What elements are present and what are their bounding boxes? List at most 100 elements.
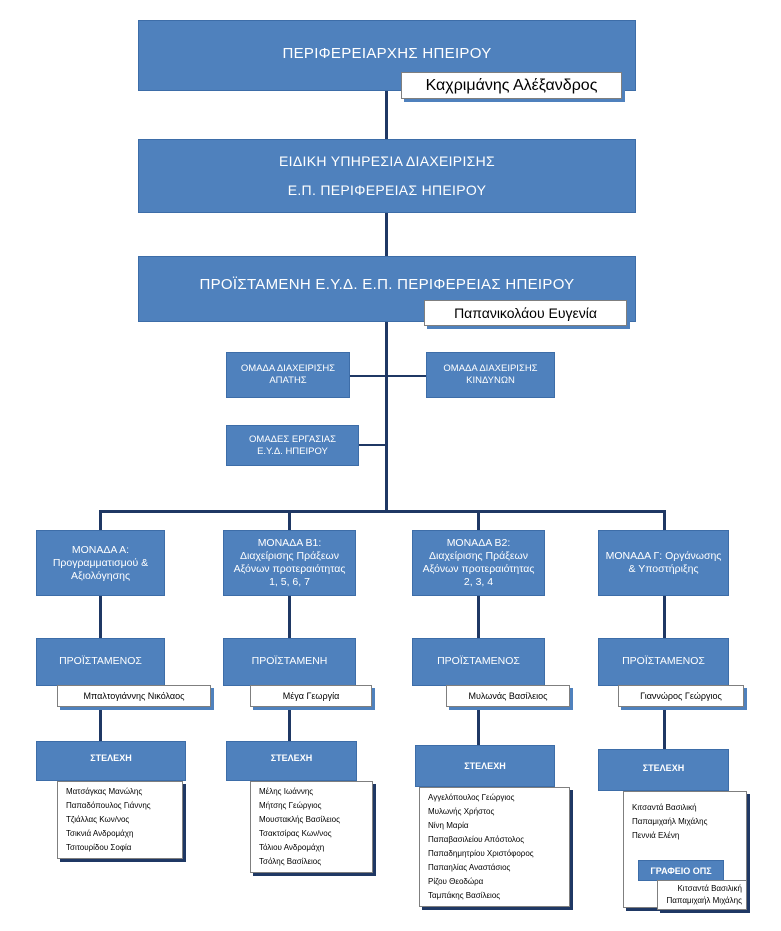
connector [663, 510, 666, 530]
fraud-team-box: ΟΜΑΔΑ ΔΙΑΧΕΙΡΙΣΗΣ ΑΠΑΤΗΣ [226, 352, 350, 398]
connector [477, 596, 480, 638]
unit-a-staff-box: ΣΤΕΛΕΧΗ [36, 741, 186, 781]
unit-b2-head-label: ΠΡΟΪΣΤΑΜΕΝΟΣ [437, 655, 520, 667]
unit-b2-staff-box: ΣΤΕΛΕΧΗ [415, 745, 555, 787]
unit-b1-title-line2: Διαχείρισης Πράξεων [239, 550, 339, 562]
staff-member: Μέλης Ιωάννης [259, 787, 314, 796]
staff-member: Μυλωνής Χρήστος [428, 807, 495, 816]
connector [99, 707, 102, 741]
unit-a-staff-list: Ματσάγκας Μανώλης Παπαδόπουλος Γιάννης Τ… [57, 781, 183, 859]
governor-name-box: Καχριμάνης Αλέξανδρος [401, 72, 622, 99]
staff-member: Μήτσης Γεώργιος [259, 801, 322, 810]
unit-a-title-line1: ΜΟΝΑΔΑ Α: [71, 543, 130, 556]
work-groups-line2: Ε.Υ.Δ. ΗΠΕΙΡΟΥ [257, 445, 328, 457]
connector [663, 596, 666, 638]
connector [350, 375, 426, 377]
managing-authority-box: ΕΙΔΙΚΗ ΥΠΗΡΕΣΙΑ ΔΙΑΧΕΙΡΙΣΗΣ Ε.Π. ΠΕΡΙΦΕΡ… [138, 139, 636, 213]
unit-c-head-box: ΠΡΟΪΣΤΑΜΕΝΟΣ [598, 638, 729, 686]
unit-a-head-label: ΠΡΟΪΣΤΑΜΕΝΟΣ [59, 655, 142, 667]
staff-member: Παπαμιχαήλ Μιχάλης [632, 817, 708, 826]
unit-a-head-name-box: Μπαλτογιάννης Νικόλαος [57, 685, 211, 707]
connector [288, 596, 291, 638]
connector [385, 322, 388, 512]
director-name: Παπανικολάου Ευγενία [454, 305, 597, 321]
unit-a-head-name: Μπαλτογιάννης Νικόλαος [83, 691, 185, 701]
governor-name: Καχριμάνης Αλέξανδρος [425, 76, 598, 94]
governor-title: ΠΕΡΙΦΕΡΕΙΑΡΧΗΣ ΗΠΕΙΡΟΥ [282, 45, 492, 62]
unit-b2-head-name-box: Μυλωνάς Βασίλειος [446, 685, 570, 707]
staff-member: Ματσάγκας Μανώλης [66, 787, 143, 796]
unit-c-box: ΜΟΝΑΔΑ Γ: Οργάνωσης & Υποστήριξης [598, 530, 729, 596]
staff-member: Τσόλης Βασίλειος [259, 857, 322, 866]
unit-c-head-label: ΠΡΟΪΣΤΑΜΕΝΟΣ [622, 655, 705, 667]
connector [99, 596, 102, 638]
unit-a-title-line3: Αξιολόγησης [70, 569, 131, 582]
unit-b1-staff-box: ΣΤΕΛΕΧΗ [226, 741, 357, 781]
unit-b2-title-line2: Διαχείρισης Πράξεων [428, 550, 528, 562]
unit-c-staff-box: ΣΤΕΛΕΧΗ [598, 749, 729, 791]
staff-member: Πεννιά Ελένη [632, 831, 680, 840]
unit-b1-title-line1: ΜΟΝΑΔΑ Β1: [257, 537, 322, 549]
staff-member: Παπαδημητρίου Χριστόφορος [428, 849, 534, 858]
unit-b1-staff-label: ΣΤΕΛΕΧΗ [270, 753, 313, 763]
fraud-team-line1: ΟΜΑΔΑ ΔΙΑΧΕΙΡΙΣΗΣ [240, 363, 336, 374]
managing-authority-line2: Ε.Π. ΠΕΡΙΦΕΡΕΙΑΣ ΗΠΕΙΡΟΥ [287, 182, 487, 198]
governor-box: ΠΕΡΙΦΕΡΕΙΑΡΧΗΣ ΗΠΕΙΡΟΥ [138, 20, 636, 91]
unit-c-title-line1: ΜΟΝΑΔΑ Γ: Οργάνωσης [605, 550, 722, 562]
unit-b1-staff-list: Μέλης Ιωάννης Μήτσης Γεώργιος Μουστακλής… [250, 781, 373, 873]
unit-b2-head-name: Μυλωνάς Βασίλειος [468, 691, 548, 701]
connector [99, 510, 666, 513]
connector [477, 510, 480, 530]
connector [99, 510, 102, 530]
staff-member: Αγγελόπουλος Γεώργιος [428, 793, 515, 802]
staff-member: Τζιάλλας Κων/νος [66, 815, 130, 824]
connector [663, 707, 666, 749]
risk-team-box: ΟΜΑΔΑ ΔΙΑΧΕΙΡΙΣΗΣ ΚΙΝΔΥΝΩΝ [426, 352, 555, 398]
staff-member: Νίνη Μαρία [428, 821, 469, 830]
unit-b1-head-box: ΠΡΟΪΣΤΑΜΕΝΗ [223, 638, 356, 686]
fraud-team-line2: ΑΠΑΤΗΣ [269, 375, 307, 386]
connector [385, 91, 388, 139]
connector [385, 213, 388, 256]
unit-b1-title-line4: 1, 5, 6, 7 [269, 576, 310, 588]
risk-team-line2: ΚΙΝΔΥΝΩΝ [466, 375, 515, 386]
unit-b2-head-box: ΠΡΟΪΣΤΑΜΕΝΟΣ [412, 638, 545, 686]
risk-team-line1: ΟΜΑΔΑ ΔΙΑΧΕΙΡΙΣΗΣ [443, 363, 538, 374]
unit-b2-box: ΜΟΝΑΔΑ Β2: Διαχείρισης Πράξεων Αξόνων πρ… [412, 530, 545, 596]
work-groups-line1: ΟΜΑΔΕΣ ΕΡΓΑΣΙΑΣ [249, 433, 336, 445]
director-title: ΠΡΟΪΣΤΑΜΕΝΗ Ε.Υ.Δ. Ε.Π. ΠΕΡΙΦΕΡΕΙΑΣ ΗΠΕΙ… [199, 276, 575, 293]
ops-office-staff-list: Κιτσαντά Βασιλική Παπαμιχαήλ Μιχάλης [657, 880, 747, 910]
unit-b2-staff-list: Αγγελόπουλος Γεώργιος Μυλωνής Χρήστος Νί… [419, 787, 570, 907]
staff-member: Κιτσαντά Βασιλική [677, 884, 742, 893]
unit-b1-head-label: ΠΡΟΪΣΤΑΜΕΝΗ [251, 655, 328, 667]
staff-member: Παπαβασιλείου Απόστολος [428, 835, 525, 844]
unit-c-head-name: Γιαννώρος Γεώργιος [640, 691, 722, 701]
unit-c-title-line2: & Υποστήριξης [628, 563, 699, 575]
unit-b1-title-line3: Αξόνων προτεραιότητας [233, 563, 346, 575]
staff-member: Τσακτσίρας Κων/νος [259, 829, 332, 838]
staff-member: Παπαμιχαήλ Μιχάλης [666, 896, 742, 905]
staff-member: Μουστακλής Βασίλειος [259, 815, 340, 824]
connector [477, 707, 480, 745]
managing-authority-line1: ΕΙΔΙΚΗ ΥΠΗΡΕΣΙΑ ΔΙΑΧΕΙΡΙΣΗΣ [279, 153, 495, 169]
staff-member: Κιτσαντά Βασιλική [632, 803, 697, 812]
unit-b1-box: ΜΟΝΑΔΑ Β1: Διαχείρισης Πράξεων Αξόνων πρ… [223, 530, 356, 596]
staff-member: Ρίζου Θεοδώρα [428, 877, 484, 886]
unit-b1-head-name-box: Μέγα Γεωργία [250, 685, 372, 707]
ops-office-box: ΓΡΑΦΕΙΟ ΟΠΣ [638, 860, 724, 881]
connector [288, 707, 291, 741]
connector [359, 444, 387, 446]
work-groups-box: ΟΜΑΔΕΣ ΕΡΓΑΣΙΑΣ Ε.Υ.Δ. ΗΠΕΙΡΟΥ [226, 425, 359, 466]
staff-member: Ταμπάκης Βασίλειος [428, 891, 501, 900]
unit-a-staff-label: ΣΤΕΛΕΧΗ [90, 753, 132, 763]
unit-b2-staff-label: ΣΤΕΛΕΧΗ [464, 761, 506, 771]
unit-b1-head-name: Μέγα Γεωργία [282, 691, 340, 701]
unit-c-staff-label: ΣΤΕΛΕΧΗ [642, 763, 685, 773]
staff-member: Τόλιου Ανδρομάχη [259, 843, 325, 852]
staff-member: Παπαηλίας Αναστάσιος [428, 863, 511, 872]
unit-a-box: ΜΟΝΑΔΑ Α: Προγραμματισμού & Αξιολόγησης [36, 530, 165, 596]
staff-member: Παπαδόπουλος Γιάννης [66, 801, 151, 810]
staff-member: Τσιτουρίδου Σοφία [66, 843, 132, 852]
unit-b2-title-line1: ΜΟΝΑΔΑ Β2: [446, 537, 511, 549]
unit-b2-title-line4: 2, 3, 4 [463, 576, 494, 588]
